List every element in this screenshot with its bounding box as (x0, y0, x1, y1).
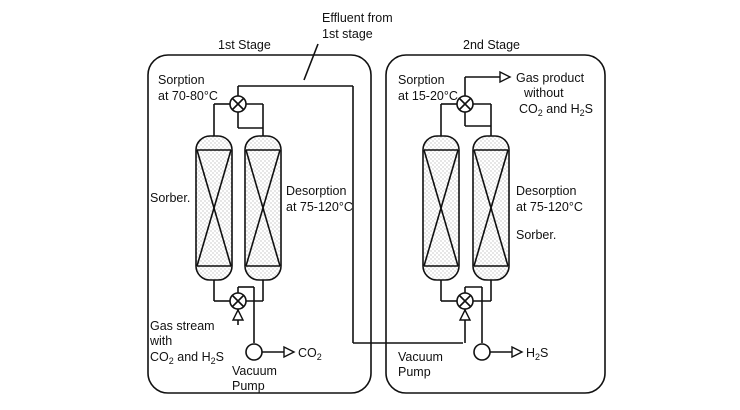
stage1-desorption-label: Desorption at 75-120°C (286, 184, 353, 214)
stage1-sorption-label: Sorption at 70-80°C (158, 73, 218, 103)
stage2-box (385, 54, 606, 394)
stage2-piping (440, 76, 500, 343)
stage2-sorber-column (422, 135, 460, 281)
stage2-pump-output-label: H2S (526, 346, 548, 362)
stage1-pump-output-label: CO2 (298, 346, 322, 362)
stage2-product-arrow (499, 70, 512, 84)
stage2-vacuum-pump-label: Vacuum Pump (398, 350, 446, 379)
stage2-vacuum-pump-icon (473, 343, 524, 361)
stage2-top-valve (456, 95, 474, 113)
effluent-leader-line (303, 43, 319, 81)
stage1-vacuum-pump-icon (245, 343, 296, 361)
stage1-feed-label: Gas stream with CO2 and H2S (149, 319, 224, 366)
stage2-feed-arrow (458, 308, 472, 321)
stage1-feed-arrow (231, 308, 245, 321)
stage2-sorption-label: Sorption at 15-20°C (398, 73, 458, 103)
stage1-top-valve (229, 95, 247, 113)
effluent-label: Effluent from 1st stage (322, 11, 396, 41)
stage2-desorber-column (472, 135, 510, 281)
stage1-sorber-column (195, 135, 233, 281)
stage1-vacuum-pump-label: Vacuum Pump (232, 364, 280, 393)
stage2-title: 2nd Stage (463, 38, 520, 52)
stage1-piping (213, 85, 463, 344)
stage2-sorber-label: Sorber. (516, 228, 556, 242)
stage1-bottom-valve (229, 292, 247, 310)
stage1-desorber-column (244, 135, 282, 281)
stage1-sorber-label: Sorber. (150, 191, 190, 205)
stage2-product-label: Gas product without CO2 and H2S (516, 71, 593, 118)
stage2-bottom-valve (456, 292, 474, 310)
stage2-desorption-label: Desorption at 75-120°C (516, 184, 583, 214)
stage1-box (147, 54, 372, 394)
stage1-title: 1st Stage (218, 38, 271, 52)
